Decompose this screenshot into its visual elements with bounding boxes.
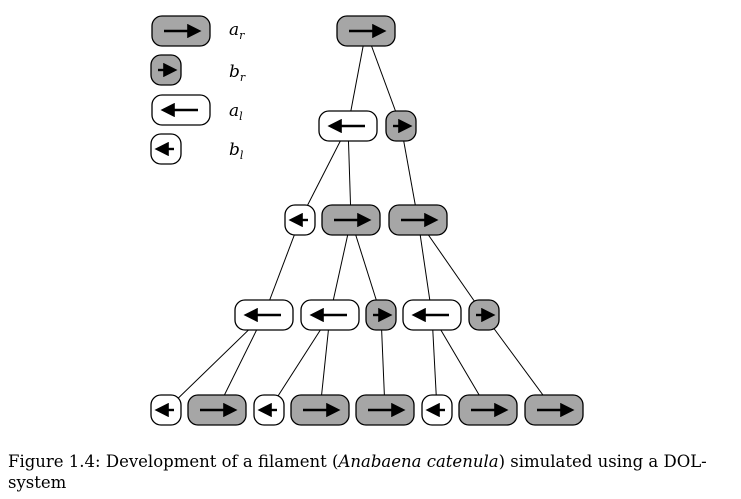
cell-br bbox=[365, 299, 397, 331]
legend-label-bl: bl bbox=[229, 140, 244, 162]
caption-species: Anabaena catenula bbox=[338, 452, 499, 471]
cell-al bbox=[300, 299, 360, 331]
cell-ar bbox=[355, 394, 415, 426]
tree-edge bbox=[329, 219, 352, 316]
cell-bl bbox=[150, 394, 182, 426]
tree-edge bbox=[417, 219, 433, 316]
cell-ar bbox=[388, 204, 448, 236]
caption-suffix: ) simulated using a DOL-system bbox=[8, 452, 707, 492]
cell-ar bbox=[321, 204, 381, 236]
tree-edge bbox=[299, 125, 349, 221]
tree-edge bbox=[263, 219, 301, 316]
cell-ar bbox=[336, 15, 396, 47]
cell-ar bbox=[458, 394, 518, 426]
tree-edge bbox=[216, 314, 265, 411]
tree-edge bbox=[350, 219, 382, 316]
cell-ar bbox=[187, 394, 247, 426]
legend-symbol-br bbox=[150, 54, 182, 86]
tree-edge bbox=[417, 219, 485, 316]
tree-edge bbox=[431, 314, 489, 411]
tree-cells bbox=[150, 15, 584, 426]
legend-symbols bbox=[150, 15, 211, 165]
legend-label-br: br bbox=[229, 62, 246, 84]
tree-edge bbox=[165, 314, 265, 411]
legend-symbol-al bbox=[151, 94, 211, 126]
cell-ar bbox=[290, 394, 350, 426]
cell-bl bbox=[284, 204, 316, 236]
tree-edges bbox=[165, 30, 555, 411]
tree-edge bbox=[319, 314, 331, 411]
tree-edge bbox=[365, 30, 402, 127]
tree-edge bbox=[380, 314, 386, 411]
cell-al bbox=[234, 299, 294, 331]
cell-al bbox=[402, 299, 462, 331]
figure-caption: Figure 1.4: Development of a filament (A… bbox=[8, 451, 736, 493]
cell-br bbox=[468, 299, 500, 331]
cell-bl bbox=[253, 394, 285, 426]
cell-bl bbox=[421, 394, 453, 426]
legend-symbol-ar bbox=[151, 15, 211, 47]
cell-al bbox=[318, 110, 378, 142]
tree-edge bbox=[347, 125, 352, 221]
legend-symbol-bl bbox=[150, 133, 182, 165]
cell-ar bbox=[524, 394, 584, 426]
caption-prefix: Figure 1.4: Development of a filament ( bbox=[8, 452, 339, 471]
tree-edge bbox=[268, 314, 331, 411]
tree-edge bbox=[431, 314, 438, 411]
tree-edge bbox=[483, 314, 555, 411]
tree-edge bbox=[400, 125, 419, 221]
legend-label-al: al bbox=[229, 101, 243, 123]
cell-br bbox=[385, 110, 417, 142]
filament-development-diagram bbox=[150, 15, 584, 426]
tree-edge bbox=[347, 30, 367, 127]
legend-label-ar: ar bbox=[229, 20, 245, 42]
